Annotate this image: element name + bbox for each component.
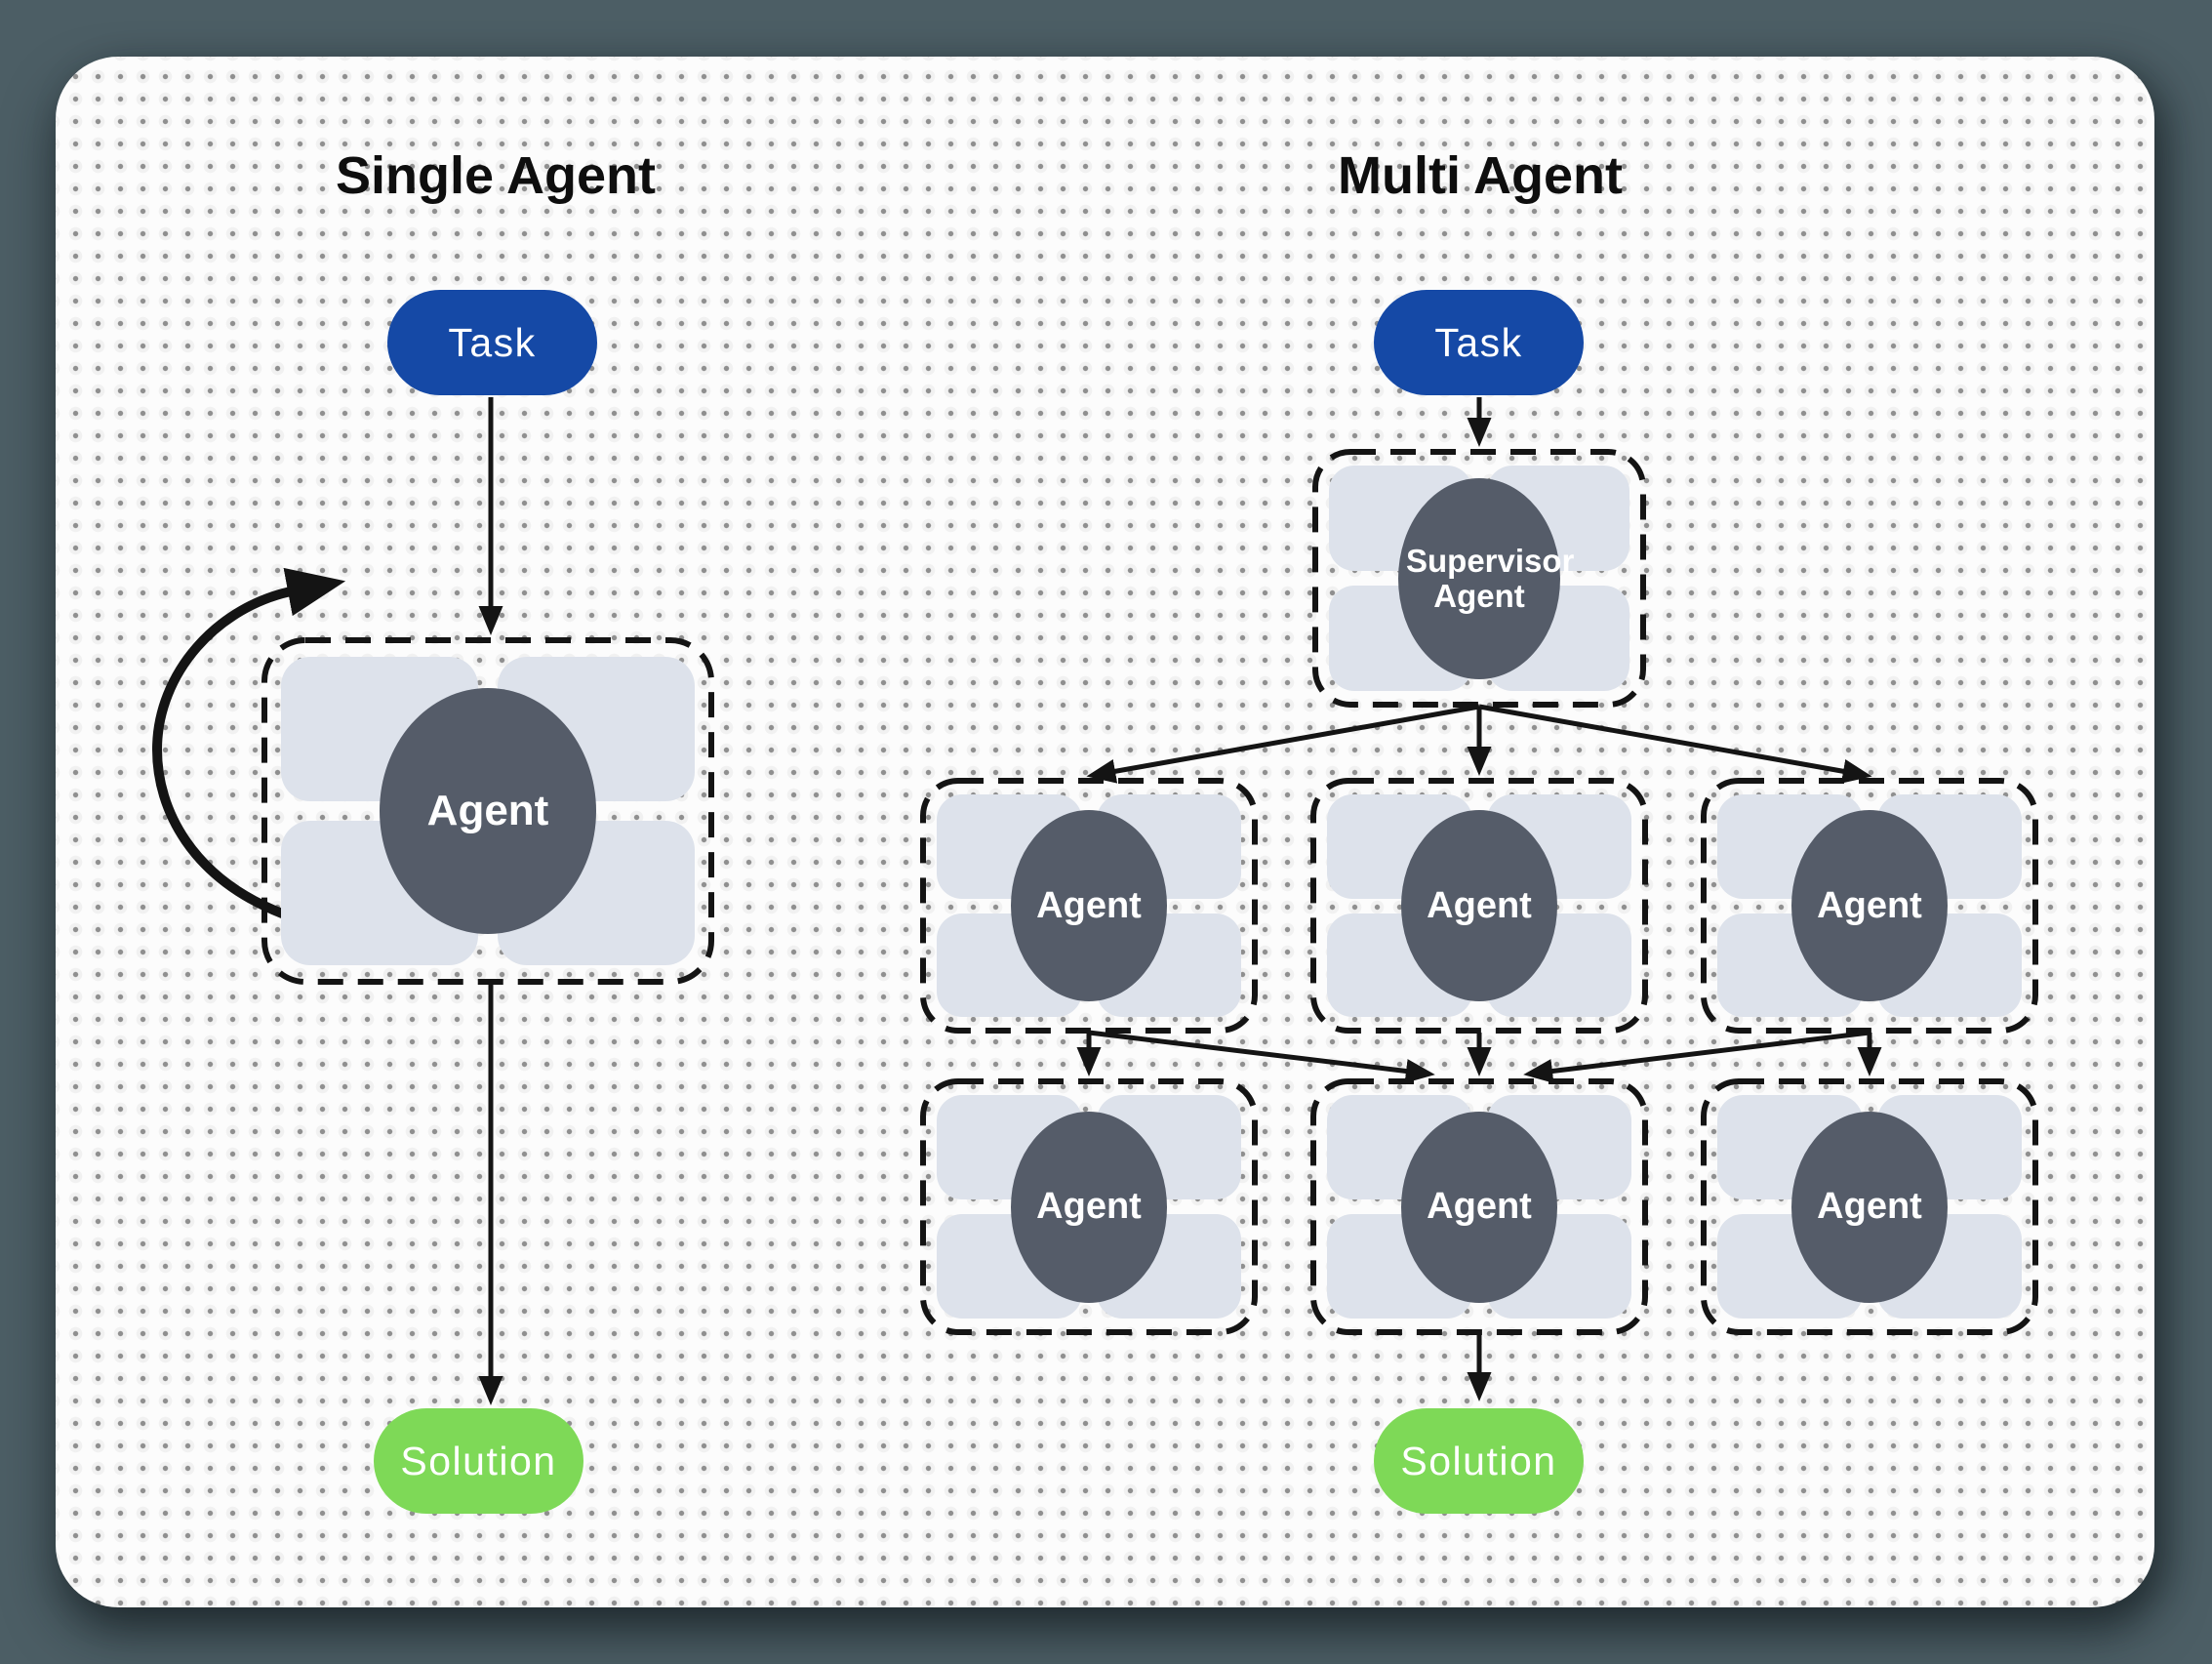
supervisor-agent-box: Supervisor Agent: [1315, 452, 1643, 705]
agent-label: Agent: [1036, 884, 1142, 926]
agent-circle: Agent: [1791, 810, 1948, 1001]
agent-label: Agent: [1427, 884, 1532, 926]
solution-pill-multi: Solution: [1374, 1408, 1584, 1514]
agent-circle: Agent: [1791, 1111, 1948, 1303]
single-agent-title: Single Agent: [335, 146, 657, 205]
agent-label: Agent: [1036, 1186, 1142, 1227]
worker-agent-box-bottom-center: Agent: [1313, 1081, 1645, 1332]
diagram-card: Single Agent Multi Agent Task Agent Solu…: [56, 57, 2154, 1607]
agent-label: Agent: [426, 787, 549, 834]
worker-agent-box-bottom-left: Agent: [923, 1081, 1255, 1332]
worker-agent-box-mid-right: Agent: [1704, 781, 2035, 1031]
arrow-supervisor-to-left: [1086, 704, 1480, 784]
task-pill-single: Task: [387, 290, 597, 395]
multi-agent-title: Multi Agent: [1338, 146, 1623, 205]
arrow-midleft-to-bottomcenter: [1088, 1030, 1435, 1083]
agent-circle: Agent: [1011, 1111, 1167, 1303]
agent-circle: Agent: [1401, 810, 1557, 1001]
solution-pill-label: Solution: [1400, 1438, 1557, 1483]
agent-label: Agent: [1817, 884, 1922, 926]
arrow-midright-to-bottomcenter: [1523, 1030, 1870, 1083]
task-pill-label: Task: [1434, 319, 1523, 365]
agent-circle: Agent: [380, 688, 596, 934]
worker-agent-box-mid-left: Agent: [923, 781, 1255, 1031]
solution-pill-single: Solution: [374, 1408, 583, 1514]
solution-pill-label: Solution: [400, 1438, 557, 1483]
arrow-supervisor-to-right: [1478, 704, 1872, 784]
task-pill-multi: Task: [1374, 290, 1584, 395]
agent-circle: Agent: [1011, 810, 1167, 1001]
task-pill-label: Task: [448, 319, 537, 365]
supervisor-agent-label: Supervisor Agent: [1406, 542, 1575, 614]
worker-agent-box-bottom-right: Agent: [1704, 1081, 2035, 1332]
supervisor-agent-circle: Supervisor Agent: [1398, 477, 1575, 679]
agent-label: Agent: [1817, 1186, 1922, 1227]
single-agent-box: Agent: [264, 640, 711, 982]
worker-agent-box-mid-center: Agent: [1313, 781, 1645, 1031]
agent-circle: Agent: [1401, 1111, 1557, 1303]
agent-label: Agent: [1427, 1186, 1532, 1227]
